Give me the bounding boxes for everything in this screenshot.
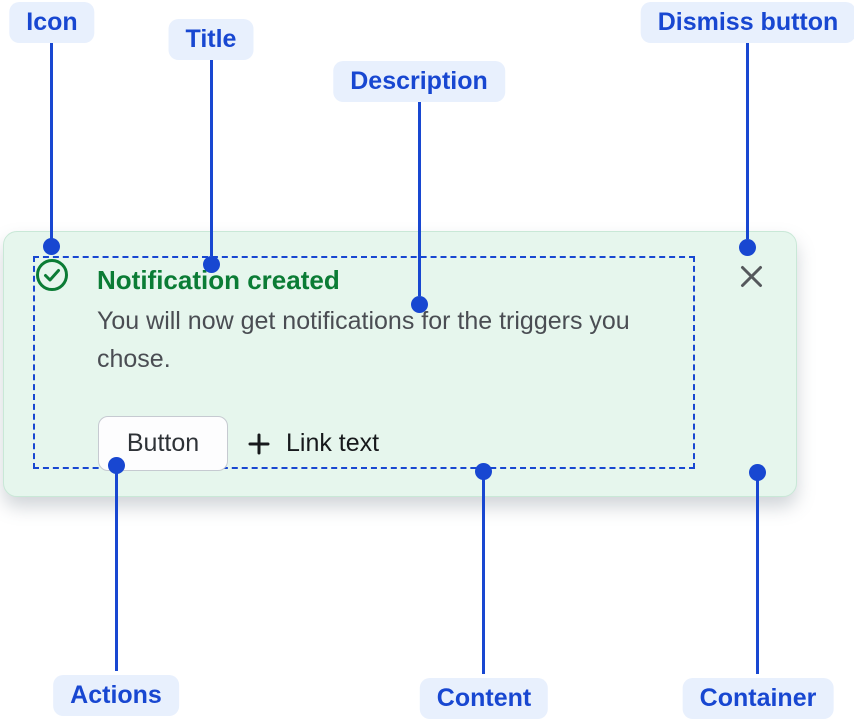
annotation-line-title [210,59,213,256]
annotation-label-container: Container [682,678,834,719]
notification-description: You will now get notifications for the t… [97,307,630,373]
close-icon [738,263,765,290]
content-region [33,256,695,469]
annotation-label-content: Content [419,678,549,719]
action-link-label: Link text [286,429,380,457]
annotation-label-dismiss: Dismiss button [640,2,854,43]
annotation-dot-description [411,296,428,313]
annotation-label-actions: Actions [53,675,179,716]
annotation-label-description: Description [333,61,505,102]
annotation-label-title: Title [168,19,254,60]
annotation-dot-container [749,464,766,481]
annotation-dot-title [203,256,220,273]
annotation-dot-content [475,463,492,480]
annotation-dot-actions [108,457,125,474]
annotation-line-actions [115,465,118,671]
annotation-line-container [756,472,759,674]
annotation-line-dismiss [746,42,749,239]
action-link[interactable]: Link text [247,416,379,471]
check-circle-icon [35,258,69,292]
annotation-dot-dismiss [739,239,756,256]
notification-container: Notification created You will now get no… [3,231,797,497]
dismiss-button[interactable] [730,255,772,297]
plus-icon [247,432,271,456]
annotation-line-description [418,101,421,296]
annotation-line-content [482,471,485,674]
annotation-dot-icon [43,238,60,255]
annotation-label-icon: Icon [9,2,95,43]
notification-title: Notification created [97,265,340,295]
annotation-line-icon [50,42,53,239]
